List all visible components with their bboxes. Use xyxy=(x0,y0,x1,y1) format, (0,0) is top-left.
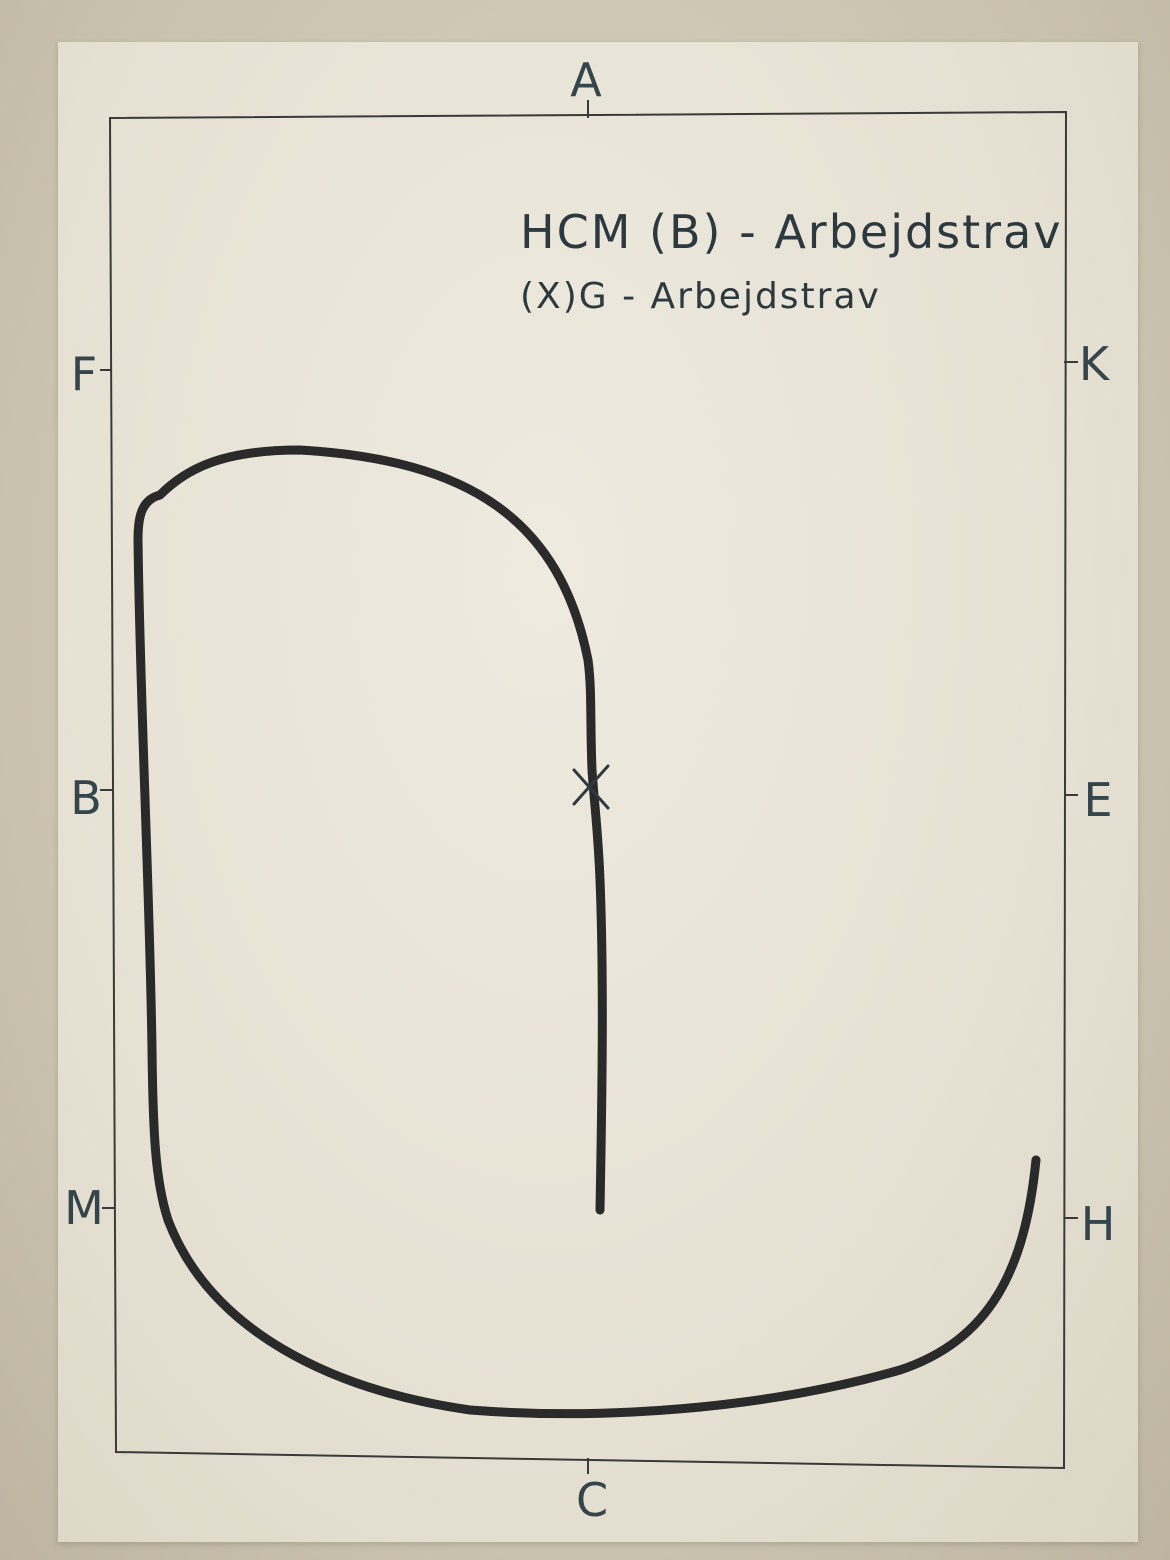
marker-h: H xyxy=(1081,1197,1116,1251)
arena-border xyxy=(108,110,1068,1470)
marker-ticks xyxy=(100,100,1078,1474)
marker-m: M xyxy=(64,1181,104,1235)
marker-e: E xyxy=(1083,773,1112,827)
center-x-marker xyxy=(572,764,610,810)
note-line-2: (X)G - Arbejdstrav xyxy=(520,276,881,317)
riding-path xyxy=(133,445,1041,1419)
note-line-1: HCM (B) - Arbejdstrav xyxy=(520,205,1063,259)
marker-b: B xyxy=(70,771,102,825)
marker-a: A xyxy=(570,53,602,107)
marker-k: K xyxy=(1079,337,1111,391)
marker-c: C xyxy=(576,1473,608,1527)
marker-f: F xyxy=(71,347,97,401)
